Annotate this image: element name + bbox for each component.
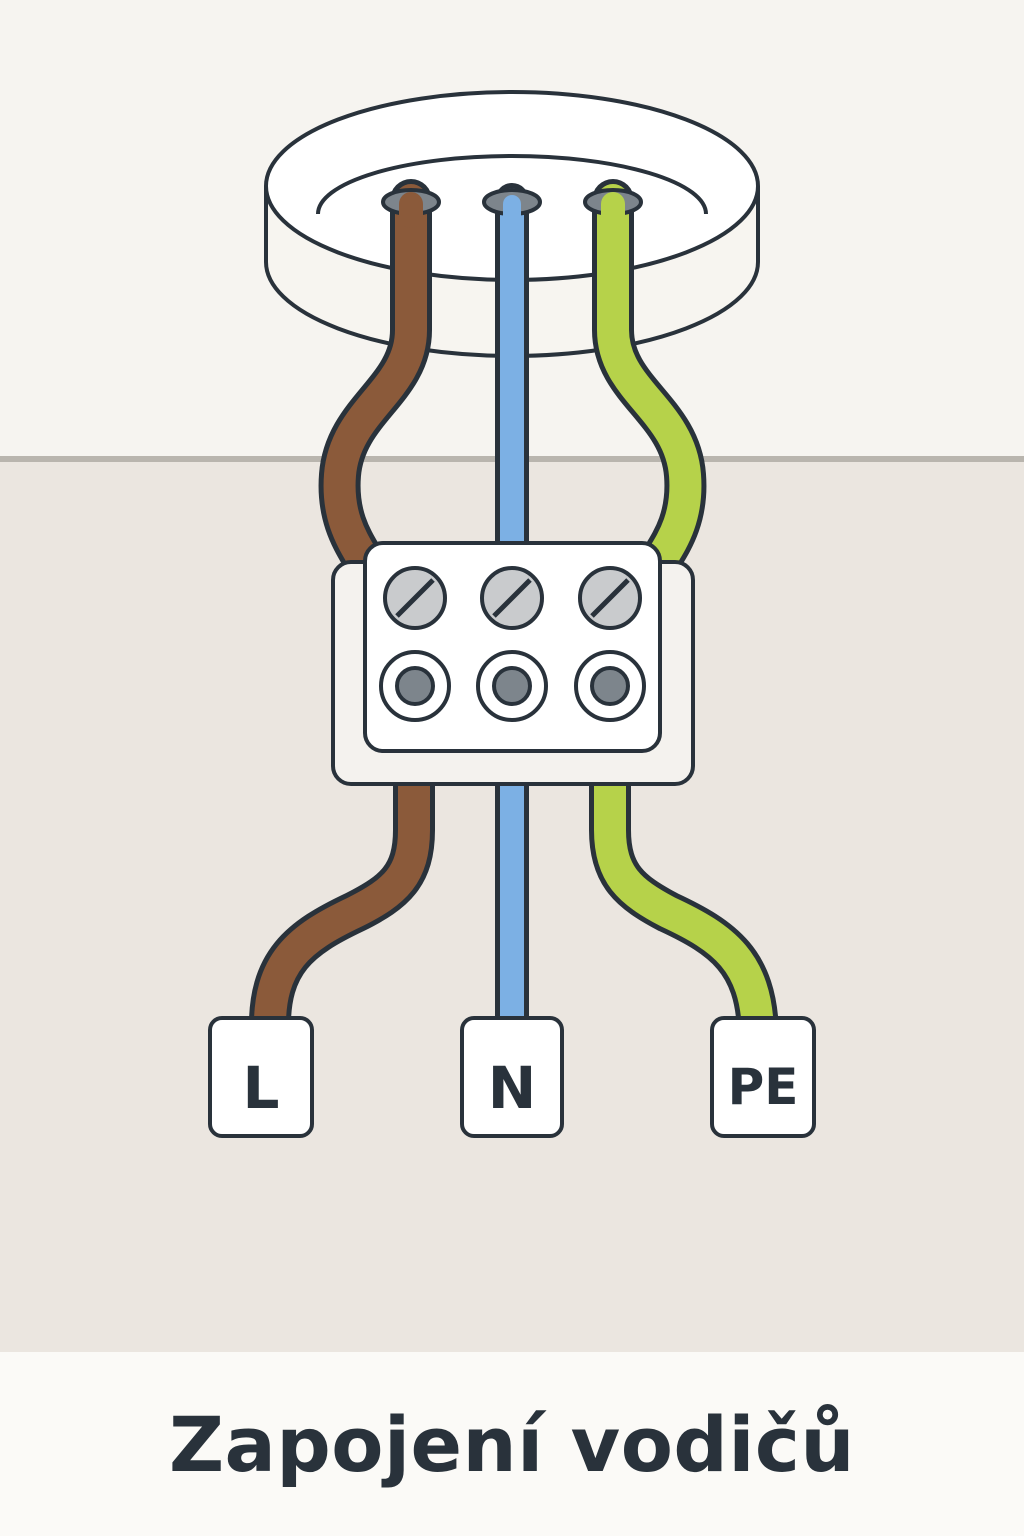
diagram-caption: Zapojení vodičů bbox=[168, 1399, 856, 1489]
live-wire-lower bbox=[253, 732, 430, 1048]
terminal-block bbox=[331, 541, 695, 786]
earth-wire-upper bbox=[597, 184, 702, 584]
earth-wire-lower bbox=[594, 732, 774, 1048]
terminal-label-earth-text: PE bbox=[728, 1058, 799, 1116]
screw-row bbox=[383, 566, 642, 630]
caption-background bbox=[0, 1352, 1024, 1536]
rose-holes bbox=[381, 188, 643, 216]
terminal-label-live-text: L bbox=[243, 1054, 280, 1122]
live-wire-upper bbox=[323, 184, 427, 584]
wires-color bbox=[253, 184, 774, 1048]
terminal-label-neutral-text: N bbox=[488, 1054, 537, 1122]
wire-port-row bbox=[379, 650, 646, 722]
terminal-label-earth: PE bbox=[710, 1016, 816, 1138]
terminal-label-live: L bbox=[208, 1016, 314, 1138]
terminal-label-neutral: N bbox=[460, 1016, 564, 1138]
